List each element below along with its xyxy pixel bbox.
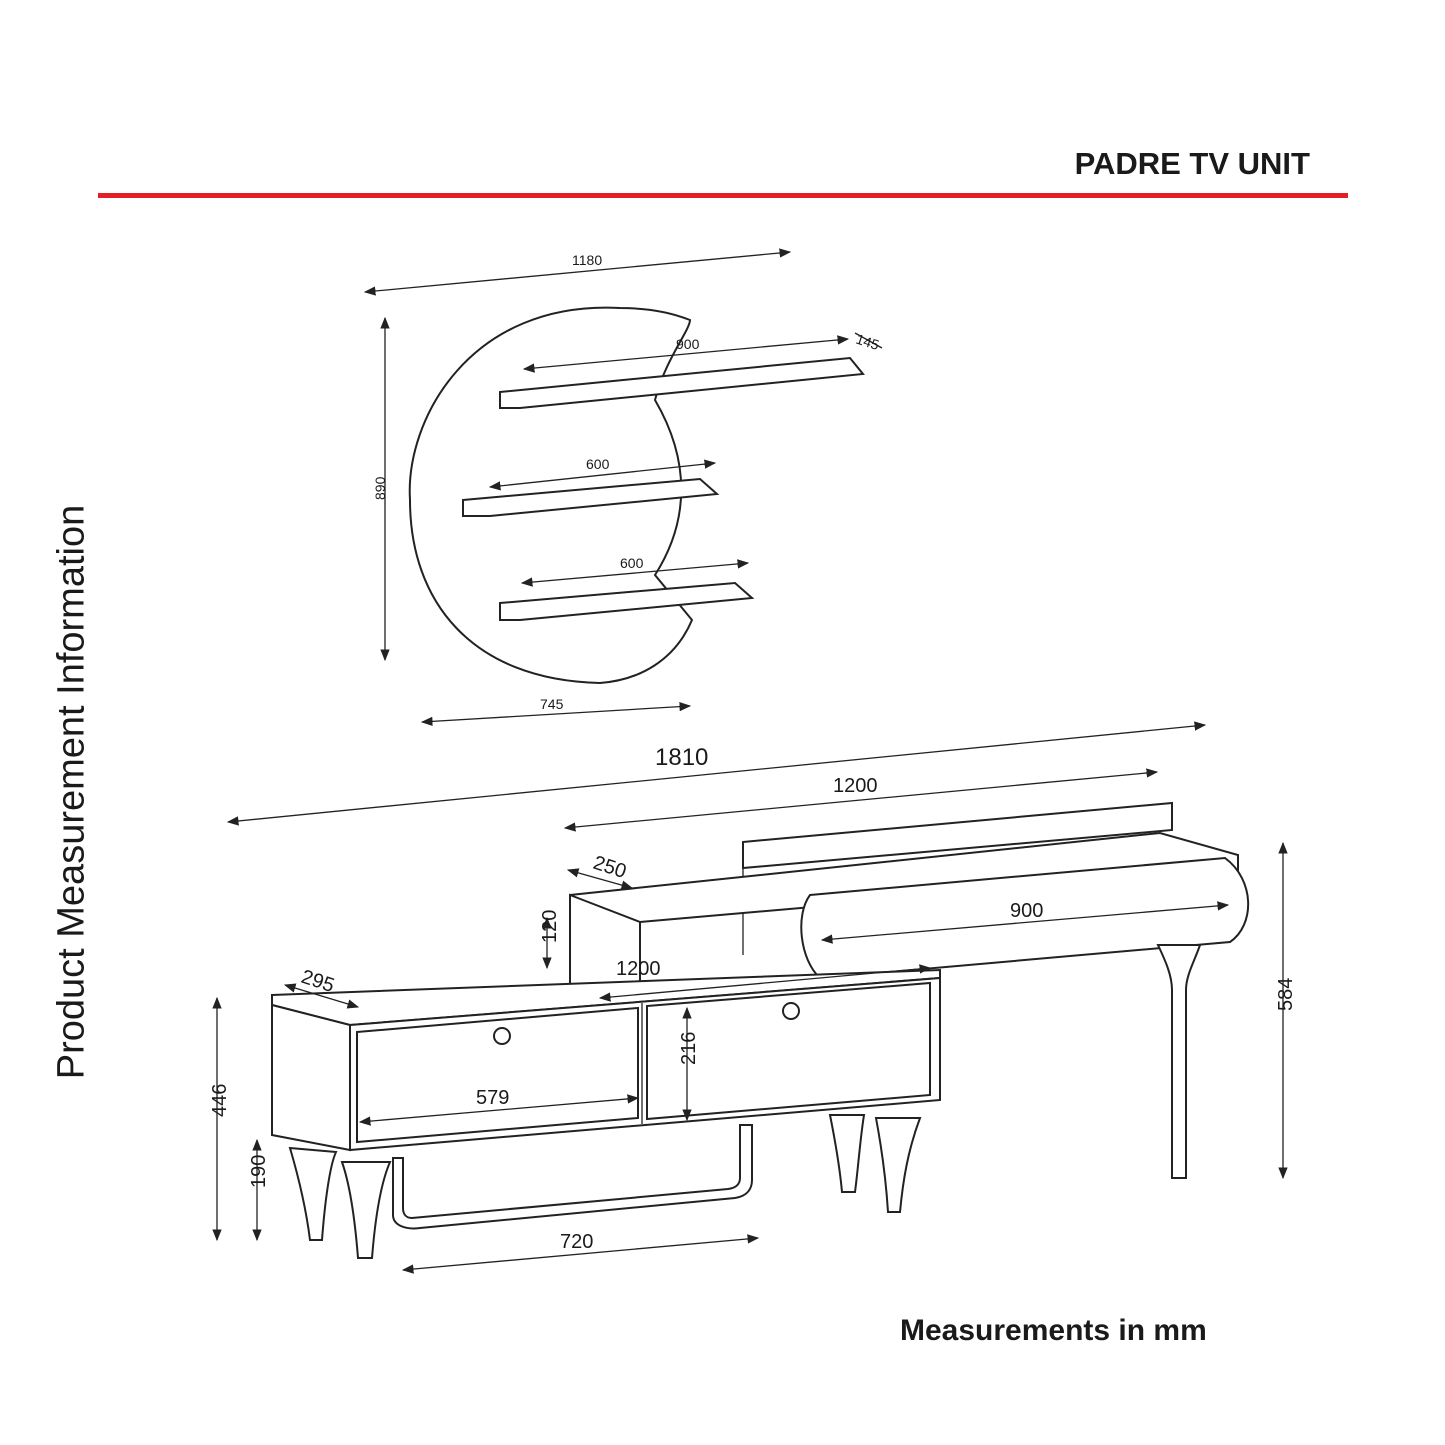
- dim-line-cabinet-depth: [283, 983, 360, 1009]
- dim-line-shelf-top: [522, 335, 850, 373]
- dim-wall-height: 890: [372, 476, 388, 500]
- dim-wall-width: 1180: [572, 252, 602, 268]
- dim-top-unit-width: 1200: [833, 775, 878, 797]
- dim-base-width: 720: [560, 1231, 593, 1253]
- right-legs: [1156, 944, 1202, 1179]
- dim-right-height: 584: [1275, 978, 1297, 1011]
- dim-line-total-width: [226, 721, 1207, 826]
- dim-line-shelf-low: [520, 559, 750, 587]
- dim-line-shelf-mid: [488, 459, 717, 491]
- dim-wall-base: 745: [540, 696, 564, 712]
- dim-total-height: 446: [209, 1084, 231, 1117]
- dim-line-top-unit-depth: [566, 868, 634, 890]
- title-underline: [98, 193, 1348, 198]
- dim-line-door-width: [358, 1094, 640, 1126]
- dim-riser-height: 120: [539, 910, 561, 943]
- dim-line-wall-width: [363, 248, 792, 296]
- dim-door-width: 579: [476, 1087, 509, 1109]
- base-frame: [392, 1124, 753, 1230]
- dim-shelf-top-length: 900: [676, 336, 700, 352]
- dim-riser-inner-width: 1200: [616, 958, 661, 980]
- door-knob-left-icon: [493, 1027, 511, 1045]
- dim-door-height: 216: [678, 1032, 700, 1065]
- cabinet-legs: [288, 1114, 922, 1259]
- dim-line-shelf-depth: [854, 332, 883, 349]
- door-knob-right-icon: [782, 1002, 800, 1020]
- dim-line-top-unit-width: [563, 768, 1159, 832]
- dim-shelf-top-depth: 145: [854, 331, 881, 354]
- dim-line-wall-base: [420, 701, 692, 727]
- dim-drawer-width: 900: [1010, 900, 1043, 922]
- dim-leg-height: 190: [248, 1155, 270, 1188]
- product-title: PADRE TV UNIT: [1074, 146, 1310, 181]
- dim-shelf-mid-length: 600: [586, 456, 610, 472]
- dim-line-base-width: [401, 1234, 760, 1274]
- cabinet-side: [271, 1003, 351, 1152]
- dim-line-riser-inner: [598, 964, 932, 1002]
- dim-shelf-low-length: 600: [620, 555, 644, 571]
- dim-line-drawer-width: [820, 901, 1230, 944]
- dim-total-width: 1810: [655, 744, 708, 771]
- measurements-unit-note: Measurements in mm: [900, 1314, 1207, 1347]
- dim-cabinet-depth: 295: [298, 966, 337, 997]
